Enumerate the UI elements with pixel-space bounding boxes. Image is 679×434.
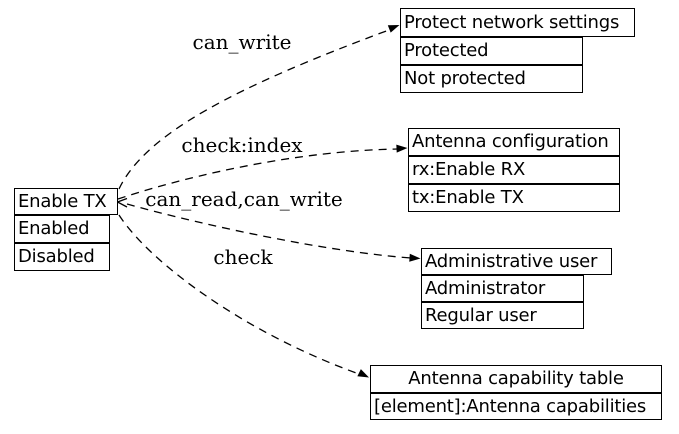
node-title-enable-tx: Enable TX (14, 188, 118, 215)
node-row-not-protected: Not protected (400, 65, 583, 93)
arrowhead-antenna-capability-table (357, 369, 369, 378)
node-row-enabled: Enabled (14, 215, 110, 243)
edge-label-can-write: can_write (192, 30, 292, 54)
edge-label-check: check (213, 245, 273, 269)
edge-check-index-curve (117, 148, 399, 200)
open-arrowhead-enable-tx (115, 197, 128, 208)
edge-can-write-curve (118, 29, 390, 190)
node-row-rx-enable-rx: rx:Enable RX (408, 156, 620, 184)
node-row-element-antenna-capabilities: [element]:Antenna capabilities (370, 393, 662, 420)
node-title-protect-network-settings: Protect network settings (400, 8, 635, 37)
arrowhead-administrative-user (409, 253, 421, 262)
node-row-administrator: Administrator (421, 275, 584, 302)
edge-capability-curve (118, 214, 360, 375)
node-title-antenna-capability-table: Antenna capability table (370, 365, 662, 393)
edge-check-admin-curve (126, 203, 412, 259)
arrowhead-antenna-configuration (396, 144, 408, 153)
node-row-tx-enable-tx: tx:Enable TX (408, 184, 620, 212)
arrowhead-protect-network-settings (387, 25, 400, 33)
node-title-administrative-user: Administrative user (421, 248, 612, 275)
edge-label-check-index: check:index (181, 133, 303, 157)
node-title-antenna-configuration: Antenna configuration (408, 128, 620, 156)
edge-label-can-read-can-write: can_read,can_write (145, 187, 343, 211)
node-row-protected: Protected (400, 37, 583, 65)
node-row-regular-user: Regular user (421, 302, 584, 329)
node-row-disabled: Disabled (14, 243, 110, 271)
